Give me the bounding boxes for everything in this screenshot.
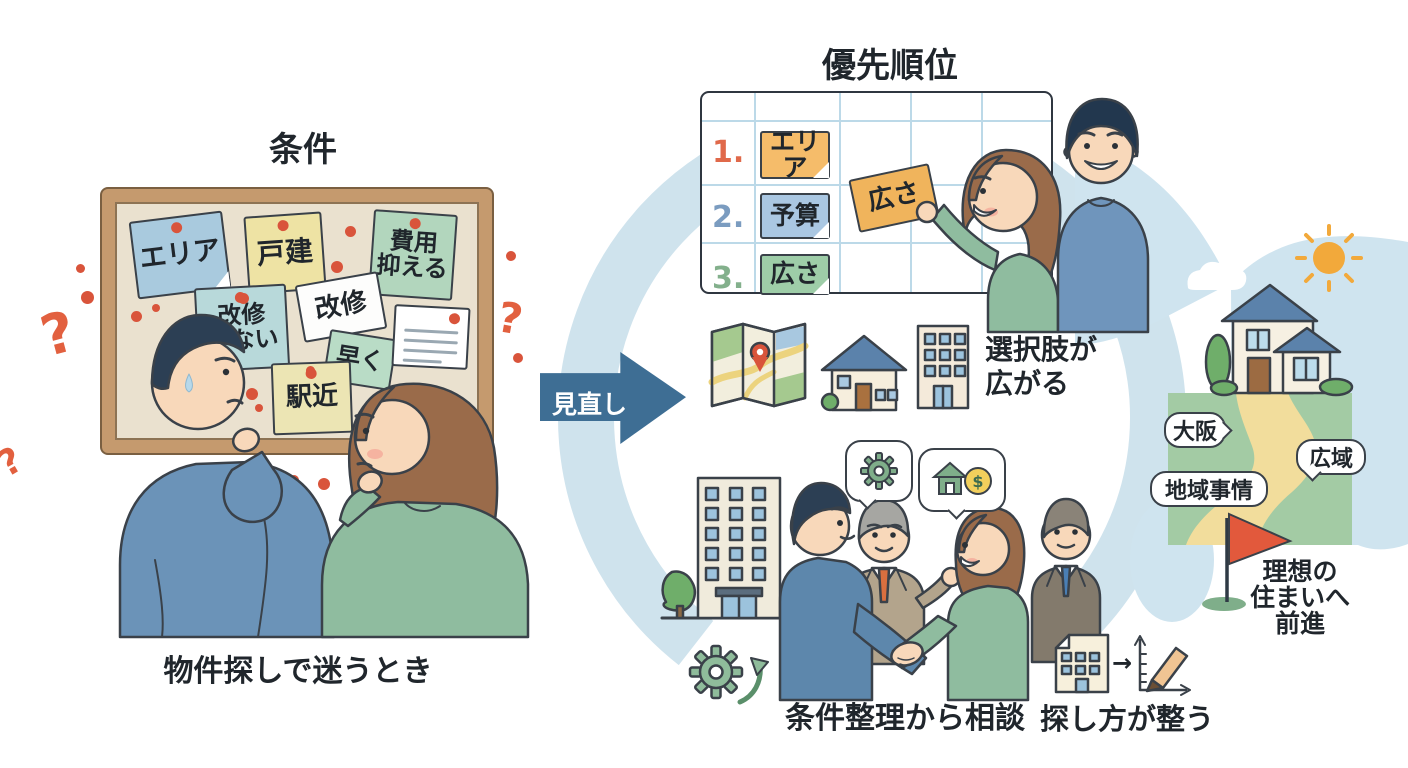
client-man: [778, 481, 928, 702]
right-arrow-glyph: →: [1112, 649, 1133, 677]
priority-note-area: エリア: [760, 126, 830, 182]
standing-man-top: [1056, 97, 1150, 334]
red-dot-icon: [152, 304, 160, 312]
priority-note-size: 広さ: [760, 254, 830, 295]
handshake-icon: [890, 641, 924, 667]
options-caption: 選択肢が 広がる: [985, 333, 1098, 400]
priority-rank-3: 3.: [712, 261, 745, 296]
apartment-building-icon: [916, 324, 970, 410]
priority-board-title: 優先順位: [822, 45, 958, 86]
left-panel-caption: 物件探しで迷うとき: [163, 654, 433, 690]
grid-line: [702, 120, 1051, 122]
cloud-icon: [1187, 261, 1247, 290]
red-dot-icon: [506, 251, 516, 261]
grid-line: [754, 93, 756, 292]
speech-bubble-house-money: $: [918, 448, 1006, 520]
red-dot-icon: [238, 293, 249, 304]
house-money-icon: $: [931, 461, 992, 495]
bubble-wide-area: 広域: [1296, 439, 1366, 482]
note-label: エリア: [769, 126, 820, 182]
left-panel-title: 条件: [269, 129, 337, 170]
red-dot-icon: [131, 311, 142, 322]
red-dot-icon: [81, 291, 94, 304]
red-dot-icon: [255, 404, 263, 412]
thinking-man: [118, 313, 336, 639]
agent-junior: [1030, 497, 1102, 664]
client-woman: [891, 506, 1030, 702]
bubble-label: 大阪: [1172, 420, 1217, 445]
woman-placing-card: [915, 148, 1062, 334]
bubble-osaka: 大阪: [1164, 412, 1233, 448]
priority-rank-2: 2.: [712, 200, 745, 235]
gear-cycle-icon: [688, 644, 769, 705]
office-building-icon: [660, 476, 802, 620]
red-dot-icon: [76, 264, 85, 273]
goal-caption: 理想の 住まいへ 前進: [1249, 557, 1350, 638]
review-arrow-label: 見直し: [552, 390, 628, 419]
speech-bubble-gear: [845, 440, 913, 510]
grid-line: [702, 242, 1051, 244]
bubble-local-conditions: 地域事情: [1150, 471, 1268, 507]
plan-pencil-icon: [1134, 635, 1191, 696]
consult-caption: 条件整理から相談: [785, 701, 1025, 737]
goal-flag-icon: [1202, 512, 1293, 611]
red-dot-icon: [306, 366, 315, 375]
building-doc-icon: [1054, 633, 1110, 694]
winding-path-icon: [1186, 393, 1317, 545]
red-dot-icon: [345, 226, 356, 237]
red-dot-icon: [513, 353, 523, 363]
bubble-label: 地域事情: [1164, 479, 1253, 504]
note-label: 予算: [769, 200, 820, 230]
dream-house-icon: [1204, 283, 1354, 397]
priority-rank-1: 1.: [712, 135, 745, 170]
red-dot-icon: [318, 478, 330, 490]
red-dot-icon: [246, 388, 258, 400]
dollar-sign: $: [972, 472, 983, 491]
grid-line: [839, 93, 841, 292]
method-caption: 探し方が整う: [1039, 701, 1214, 736]
map-icon: [708, 322, 809, 408]
sun-icon: [1295, 224, 1363, 292]
red-dot-icon: [331, 261, 343, 273]
priority-note-budget: 予算: [760, 193, 830, 239]
note-label: 広さ: [769, 259, 820, 289]
thinking-woman: [320, 382, 530, 639]
gear-icon: [860, 452, 898, 490]
house-icon: [820, 334, 908, 412]
